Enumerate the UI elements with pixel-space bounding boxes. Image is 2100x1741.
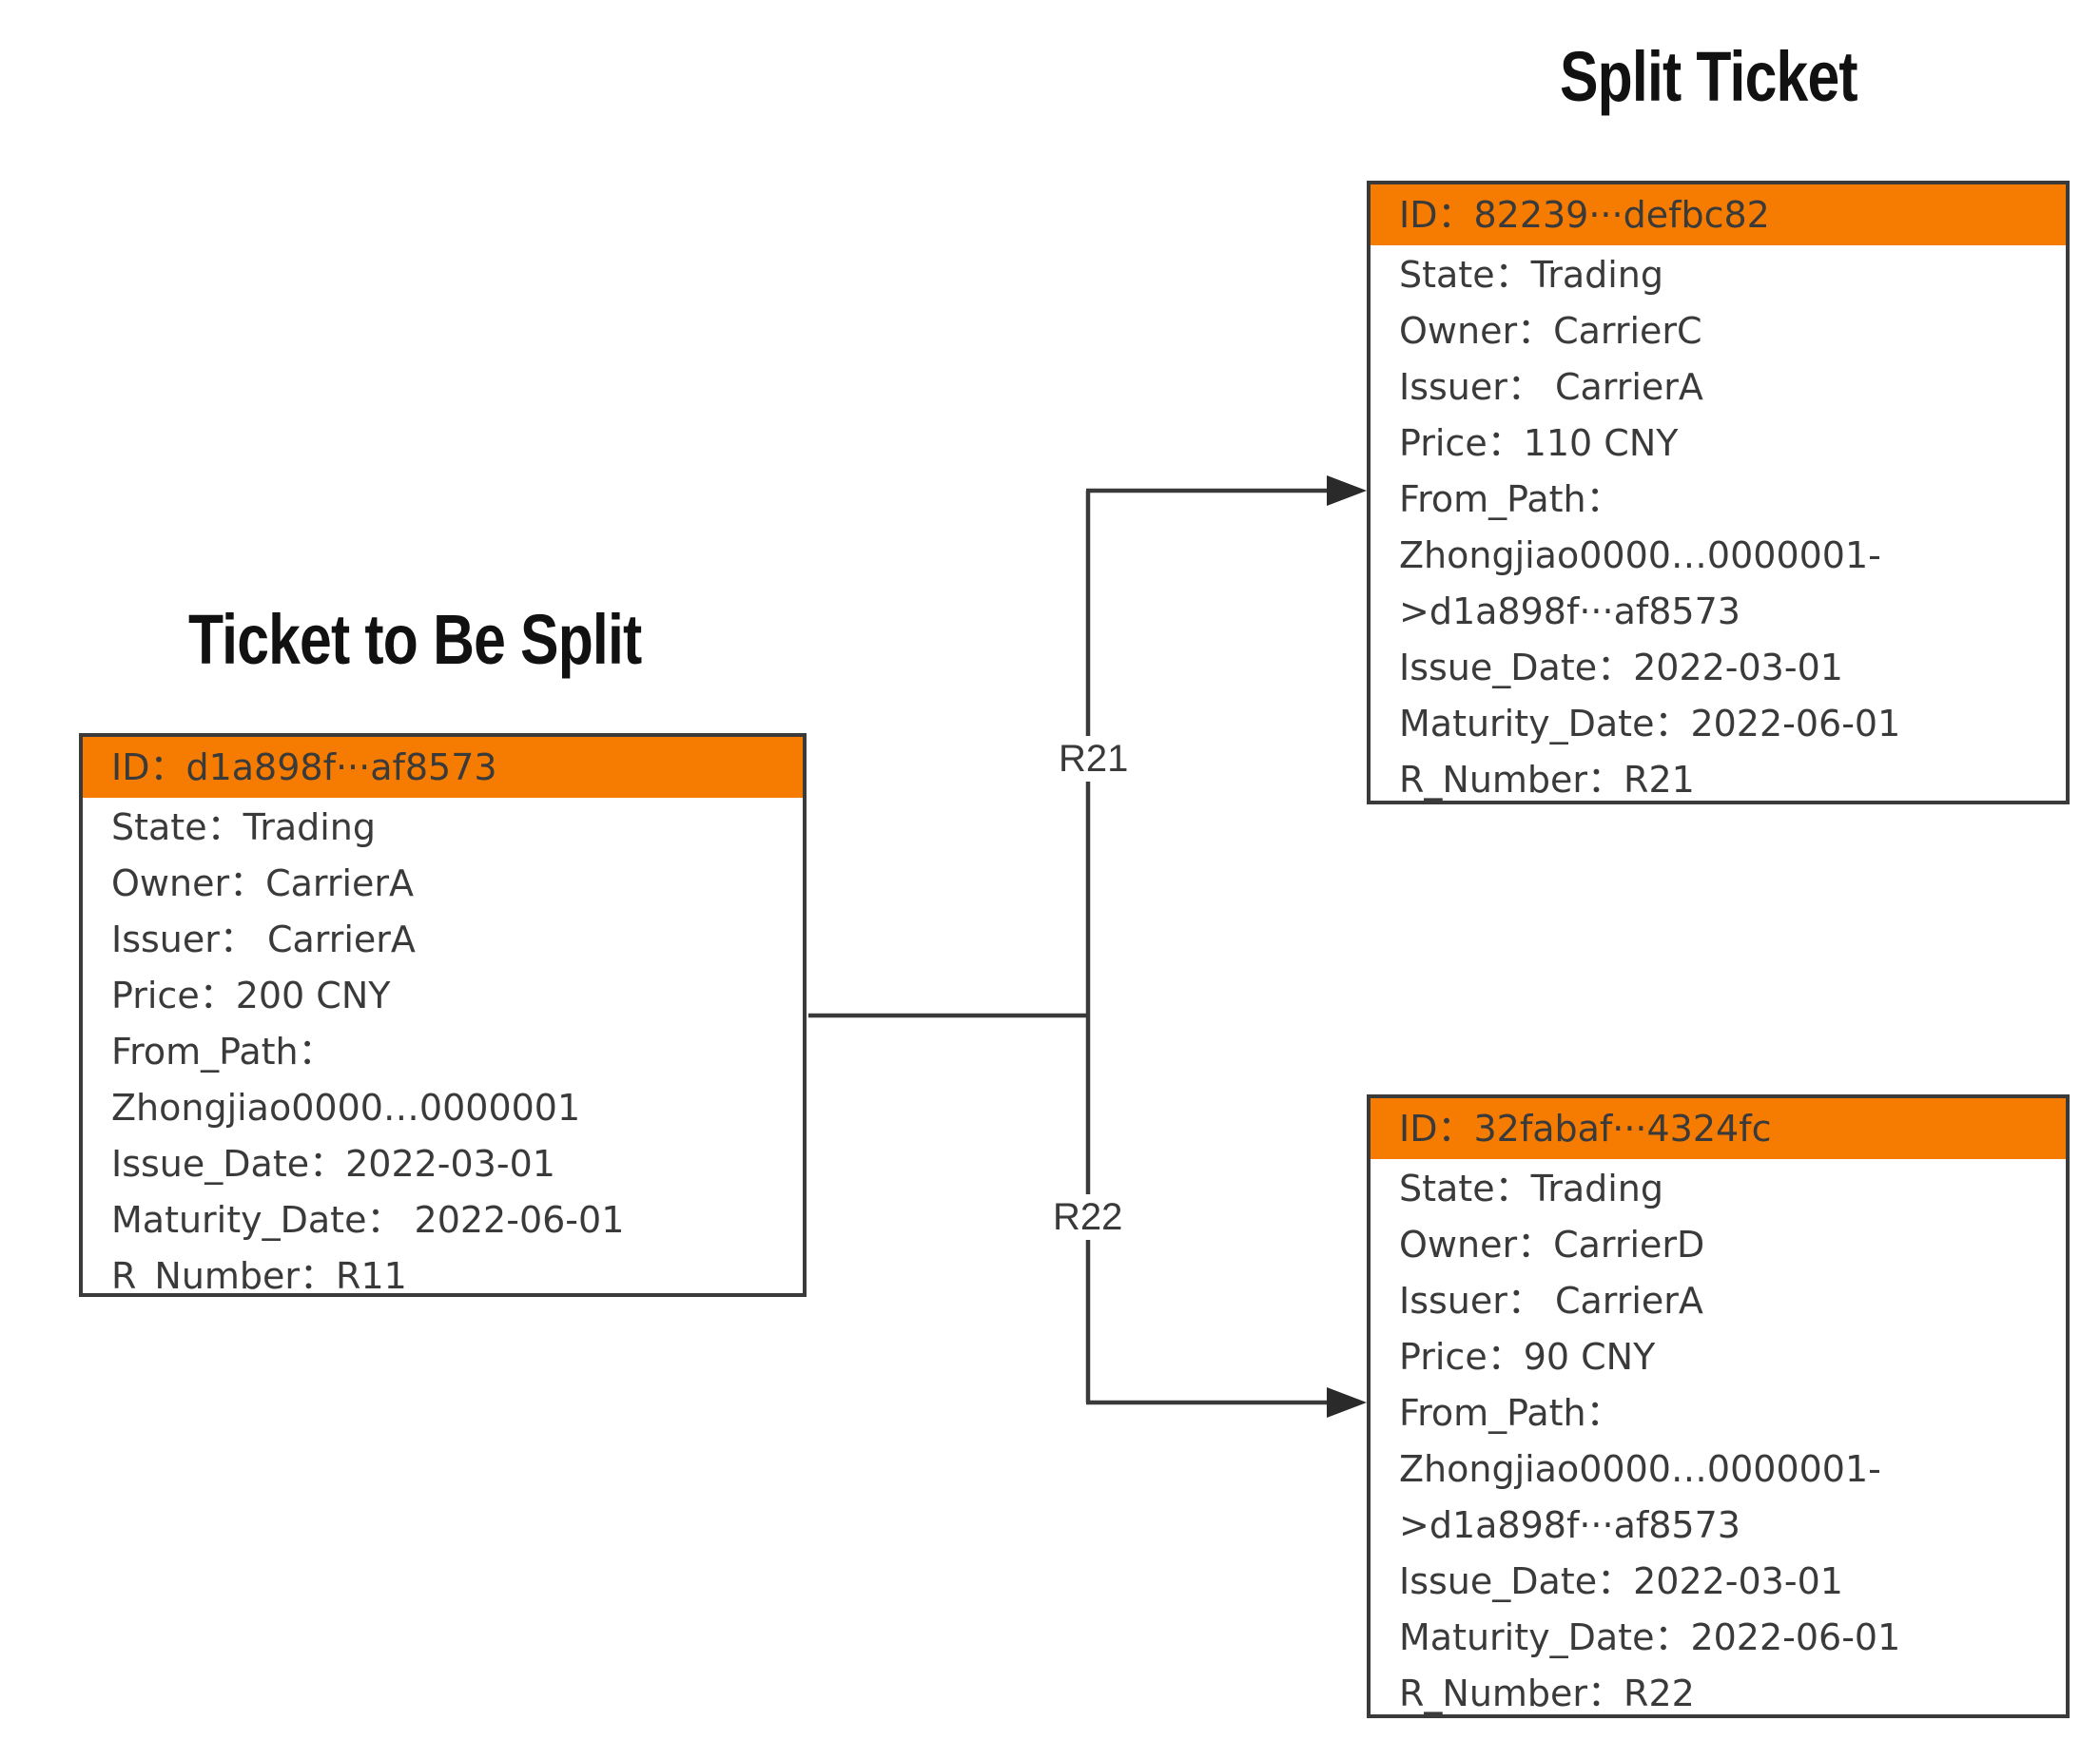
ticket-fields: State：Trading Owner：CarrierA Issuer： Car…: [83, 798, 803, 1305]
heading-split-ticket: Split Ticket: [1560, 37, 1858, 116]
heading-ticket-to-be-split: Ticket to Be Split: [188, 600, 642, 679]
arrow-r22-icon: [1327, 1387, 1367, 1418]
field-owner: Owner：CarrierA: [111, 862, 415, 904]
field-from-path-value: Zhongjiao0000…0000001-: [1399, 534, 1881, 576]
field-issuer: Issuer： CarrierA: [111, 919, 416, 960]
field-from-path: From_Path：: [1399, 1392, 1623, 1434]
field-from-path: From_Path：: [1399, 478, 1623, 520]
field-state: State：Trading: [111, 806, 377, 848]
field-price: Price：110 CNY: [1399, 422, 1679, 464]
field-issuer: Issuer： CarrierA: [1399, 366, 1703, 408]
field-from-path: From_Path：: [111, 1031, 335, 1073]
field-from-path-value: Zhongjiao0000…0000001: [111, 1087, 581, 1129]
field-state: State：Trading: [1399, 254, 1664, 296]
ticket-original: ID：d1a898f···af8573 State：Trading Owner：…: [79, 733, 807, 1297]
edge-label-r22: R22: [1051, 1194, 1125, 1240]
field-maturity-date: Maturity_Date： 2022-06-01: [111, 1199, 625, 1241]
field-from-path-value-cont: >d1a898f···af8573: [1399, 1504, 1740, 1546]
field-maturity-date: Maturity_Date：2022-06-01: [1399, 1616, 1901, 1658]
arrow-r21-icon: [1327, 475, 1367, 506]
field-from-path-value-cont: >d1a898f···af8573: [1399, 590, 1740, 632]
field-state: State：Trading: [1399, 1168, 1664, 1209]
field-r-number: R_Number：R11: [111, 1255, 407, 1297]
ticket-fields: State：Trading Owner：CarrierD Issuer： Car…: [1371, 1159, 2066, 1722]
ticket-id-bar: ID：82239···defbc82: [1371, 184, 2066, 245]
field-issue-date: Issue_Date：2022-03-01: [111, 1143, 555, 1185]
field-owner: Owner：CarrierC: [1399, 310, 1702, 352]
field-r-number: R_Number：R21: [1399, 759, 1695, 801]
field-maturity-date: Maturity_Date：2022-06-01: [1399, 703, 1901, 745]
field-issue-date: Issue_Date：2022-03-01: [1399, 647, 1843, 688]
edge-label-r21: R21: [1057, 736, 1131, 782]
ticket-split-r22: ID：32fabaf···4324fc State：Trading Owner：…: [1367, 1094, 2070, 1718]
ticket-split-r21: ID：82239···defbc82 State：Trading Owner：C…: [1367, 181, 2070, 804]
ticket-id-bar: ID：d1a898f···af8573: [83, 737, 803, 798]
field-r-number: R_Number：R22: [1399, 1673, 1695, 1714]
field-issue-date: Issue_Date：2022-03-01: [1399, 1560, 1843, 1602]
field-price: Price：200 CNY: [111, 975, 391, 1016]
field-price: Price：90 CNY: [1399, 1336, 1656, 1378]
ticket-id-bar: ID：32fabaf···4324fc: [1371, 1098, 2066, 1159]
ticket-fields: State：Trading Owner：CarrierC Issuer： Car…: [1371, 245, 2066, 808]
field-issuer: Issuer： CarrierA: [1399, 1280, 1703, 1322]
field-from-path-value: Zhongjiao0000…0000001-: [1399, 1448, 1881, 1490]
field-owner: Owner：CarrierD: [1399, 1224, 1705, 1266]
